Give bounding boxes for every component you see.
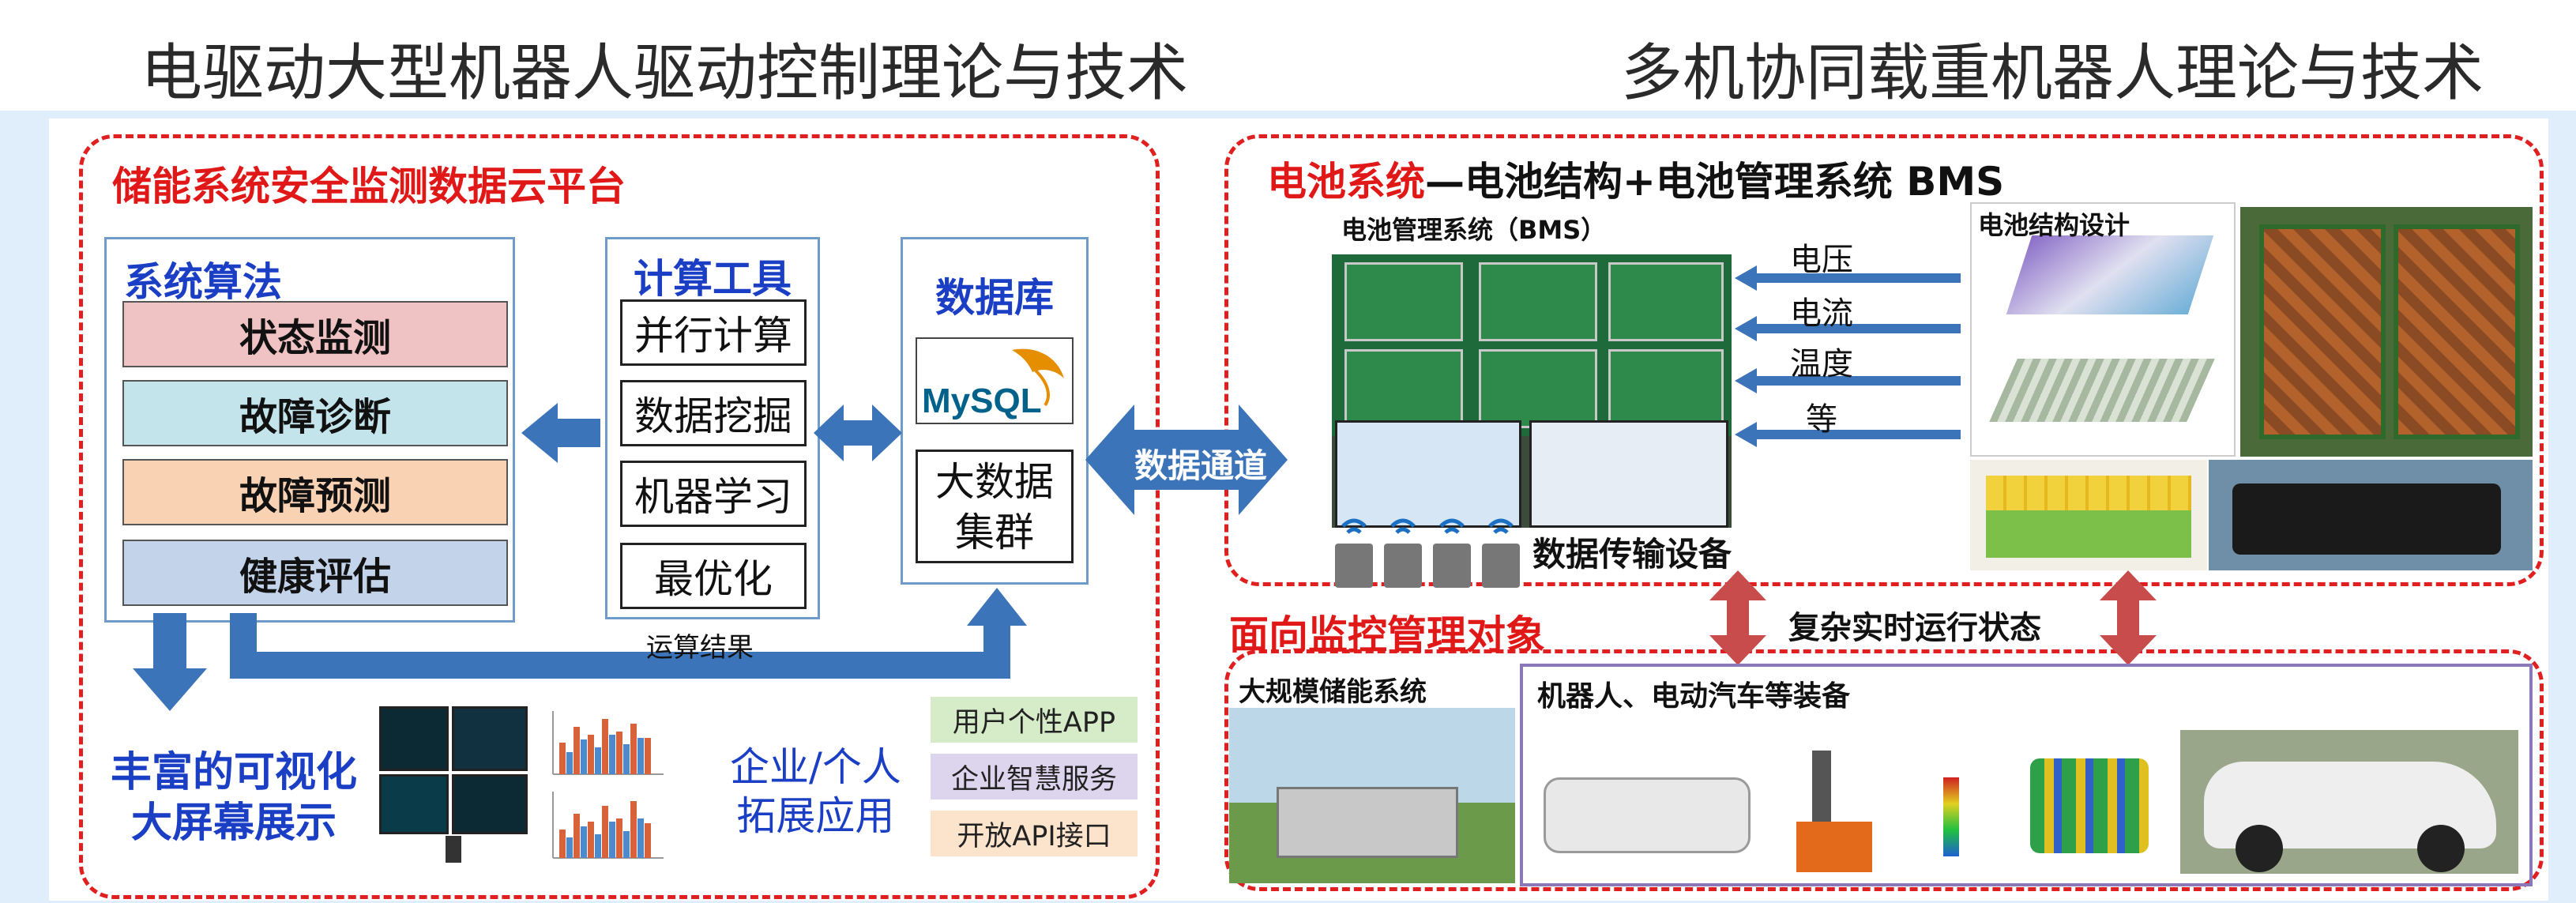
bms-label: 电池管理系统（BMS）: [1341, 215, 1607, 245]
storage-system-image: [1229, 708, 1515, 883]
battery-cells-image: [1970, 460, 2207, 570]
thermal-simulation-image: [2022, 743, 2157, 869]
structure-label: 电池结构设计: [1978, 210, 2130, 240]
tool-item: 并行计算: [620, 299, 807, 366]
database-title: 数据库: [935, 275, 1054, 321]
header-banner: 电驱动大型机器人驱动控制理论与技术 多机协同载重机器人理论与技术: [0, 0, 2576, 111]
data-channel-arrow: [1085, 404, 1288, 515]
battery-system-title: 电池系统—电池结构+电池管理系统 BMS: [1267, 150, 2004, 207]
battery-module-image: [2240, 207, 2533, 457]
algorithm-item: 故障预测: [122, 459, 508, 525]
visualization-bar-charts: [552, 711, 664, 859]
cooling-structure-image: [1970, 202, 2236, 457]
robot-arm-image: [1781, 743, 1888, 879]
signal-etc: 等: [1806, 401, 1837, 438]
result-arrow-head: [967, 588, 1027, 626]
algorithm-title: 系统算法: [124, 259, 282, 305]
left-section-title: 电驱动大型机器人驱动控制理论与技术: [141, 38, 1189, 109]
extension-item-api: 开放API接口: [931, 811, 1138, 856]
extension-item-service: 企业智慧服务: [931, 754, 1138, 800]
tools-title: 计算工具: [634, 256, 792, 302]
monitor-object-frame: [1224, 649, 2544, 891]
result-loop-path: [230, 613, 1010, 679]
electric-car-image: [2180, 730, 2518, 874]
robots-frame: [1520, 664, 2533, 886]
battery-title-red: 电池系统: [1267, 159, 1425, 205]
visualization-label: 丰富的可视化 大屏幕展示: [111, 749, 358, 847]
tools-box: 计算工具 并行计算 数据挖掘 机器学习 最优化: [605, 237, 820, 619]
right-section-title: 多机协同载重机器人理论与技术: [1621, 38, 2484, 109]
cloud-platform-title: 储能系统安全监测数据云平台: [112, 164, 626, 209]
tool-item: 最优化: [620, 543, 807, 609]
mysql-dolphin-icon: [1012, 348, 1064, 407]
tools-to-algorithm-arrow: [521, 403, 600, 463]
algorithm-item: 状态监测: [122, 301, 508, 367]
algorithm-box: 系统算法 状态监测 故障诊断 故障预测 健康评估: [104, 237, 515, 623]
signal-temperature: 温度: [1790, 346, 1853, 382]
signal-arrows: [1735, 265, 1961, 447]
battery-pack-image: [2209, 460, 2533, 570]
signal-current: 电流: [1790, 295, 1853, 332]
state-label: 复杂实时运行状态: [1788, 610, 2041, 646]
mysql-text: MySQL: [922, 382, 1042, 420]
data-channel-label: 数据通道: [1134, 446, 1268, 485]
mysql-logo: MySQL: [916, 337, 1074, 424]
battery-title-black: —电池结构+电池管理系统 BMS: [1425, 159, 2005, 205]
big-data-cluster: 大数据 集群: [916, 450, 1074, 563]
signal-voltage: 电压: [1790, 242, 1853, 278]
agv-robot-image: [1536, 758, 1758, 869]
algorithm-item: 健康评估: [122, 540, 508, 606]
tool-item: 数据挖掘: [620, 380, 807, 446]
database-box: 数据库 MySQL 大数据 集群: [901, 237, 1089, 585]
transmission-label: 数据传输设备: [1532, 535, 1732, 574]
wifi-devices-icon: [1335, 518, 1520, 588]
robots-label: 机器人、电动汽车等装备: [1537, 680, 1851, 713]
cloud-platform-frame: [79, 134, 1160, 899]
algorithm-item: 故障诊断: [122, 380, 508, 446]
monitor-screens-image: [376, 702, 531, 867]
bms-board-image: [1332, 207, 1732, 528]
state-arrow-left: [1709, 570, 1766, 665]
state-arrow-right: [2100, 570, 2157, 665]
visualization-down-arrow: [133, 613, 207, 711]
tools-database-arrow: [814, 404, 902, 461]
extension-item-app: 用户个性APP: [931, 697, 1138, 743]
tool-item: 机器学习: [620, 461, 807, 527]
extension-label: 企业/个人 拓展应用: [730, 744, 901, 839]
battery-system-frame: [1224, 134, 2544, 586]
temperature-colorbar: [1927, 774, 2006, 863]
result-label: 运算结果: [646, 632, 754, 664]
monitor-object-title: 面向监控管理对象: [1229, 612, 1545, 658]
storage-label: 大规模储能系统: [1239, 676, 1427, 708]
